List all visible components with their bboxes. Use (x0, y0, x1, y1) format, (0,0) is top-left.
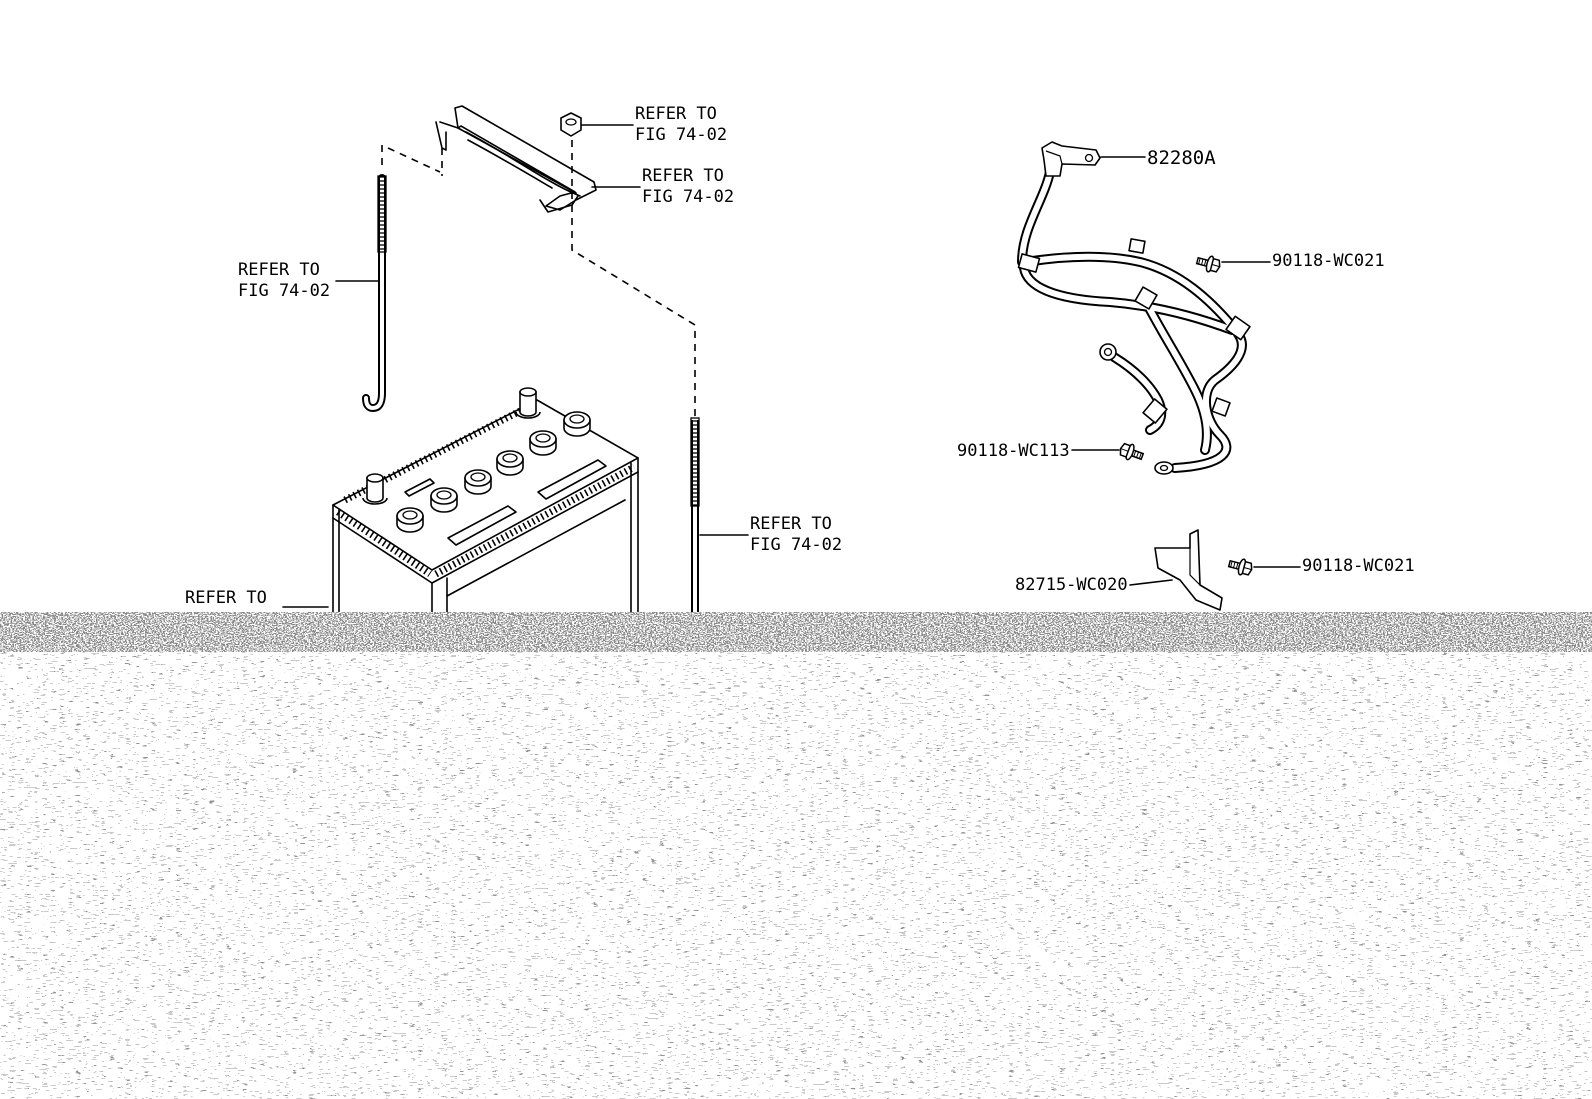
left-rod-ref-line1[interactable]: REFER TO (238, 260, 320, 280)
clamp-ref-line2[interactable]: FIG 74-02 (642, 187, 734, 207)
rod-thread (377, 175, 387, 253)
battery-ref-line1[interactable]: REFER TO (185, 588, 267, 608)
battery-right-edge (630, 457, 639, 613)
left-hold-down-rod (335, 145, 443, 412)
noise-band (0, 612, 1592, 652)
battery-front-panel (446, 499, 626, 597)
noise-field (0, 652, 1592, 1099)
clamp-rib (465, 131, 581, 197)
clamp-edge (439, 121, 577, 194)
nut-hole (565, 118, 577, 126)
battery-label-plate (537, 459, 607, 500)
cable-clip (1211, 397, 1231, 417)
cable-clip (1017, 253, 1041, 273)
obscured-region (0, 612, 1592, 1099)
rod-dashed-guide (387, 147, 441, 173)
battery-left-edge (332, 504, 340, 613)
battery-cable-part-number[interactable]: 82280A (1147, 147, 1216, 169)
cable-clip (1225, 315, 1251, 341)
rod-dashed-guide (571, 140, 696, 416)
cable-bolt-lower (1071, 440, 1146, 465)
bracket-bolt-part-number[interactable]: 90118-WC021 (1302, 556, 1415, 576)
battery-label-plate (447, 505, 517, 546)
cable-bolt-upper (1194, 252, 1271, 276)
battery-vent-ribs (336, 509, 432, 577)
terminal-hole (1084, 153, 1094, 163)
clamp-ref-line1[interactable]: REFER TO (642, 166, 724, 186)
battery (282, 387, 639, 613)
bracket-bolt (1226, 555, 1301, 579)
battery-corner (431, 577, 448, 613)
clamp-nut-ref-line1[interactable]: REFER TO (635, 104, 717, 124)
cable-bolt-upper-part-number[interactable]: 90118-WC021 (1272, 251, 1385, 271)
clamp-nut-ref-line2[interactable]: FIG 74-02 (635, 125, 727, 145)
bolt-icon (1117, 440, 1146, 465)
ring-terminal-hole (1159, 464, 1169, 472)
cable-bolt-lower-part-number[interactable]: 90118-WC113 (957, 441, 1070, 461)
battery-label-plate (404, 478, 435, 497)
bolt-icon (1226, 555, 1255, 579)
cell-cap (563, 411, 591, 437)
hold-down-clamp (435, 105, 641, 213)
cell-cap (430, 487, 458, 513)
cell-cap (464, 469, 492, 495)
bracket-part-number[interactable]: 82715-WC020 (1015, 575, 1128, 595)
cable-bracket (1129, 529, 1223, 611)
left-rod-ref-line2[interactable]: FIG 74-02 (238, 281, 330, 301)
right-rod-ref-line1[interactable]: REFER TO (750, 514, 832, 534)
cell-cap (396, 507, 424, 533)
clamp-plate (539, 195, 579, 213)
battery-cable-harness (1017, 141, 1251, 475)
cable-terminal (1041, 141, 1101, 177)
cell-cap (529, 430, 557, 456)
cell-cap (496, 450, 524, 476)
bracket-bend (1189, 548, 1201, 586)
bolt-icon (1194, 252, 1223, 276)
bracket-body (1154, 529, 1223, 611)
clamp-rib (467, 139, 553, 189)
cable-clip (1142, 398, 1168, 424)
terminal-detail (1045, 150, 1063, 165)
ring-terminal-hole (1103, 347, 1113, 357)
rod-thread (690, 417, 700, 507)
battery-terminal-post (515, 387, 541, 419)
right-rod-ref-line2[interactable]: FIG 74-02 (750, 535, 842, 555)
right-hold-down-rod (571, 140, 749, 612)
cable-clip (1128, 238, 1146, 254)
battery-terminal-post (362, 473, 388, 505)
cable-clip (1134, 286, 1158, 310)
leader-line (1129, 579, 1173, 586)
rod-body-core (364, 176, 384, 410)
clamp-hook (435, 121, 447, 151)
clamp-nut (560, 112, 634, 137)
